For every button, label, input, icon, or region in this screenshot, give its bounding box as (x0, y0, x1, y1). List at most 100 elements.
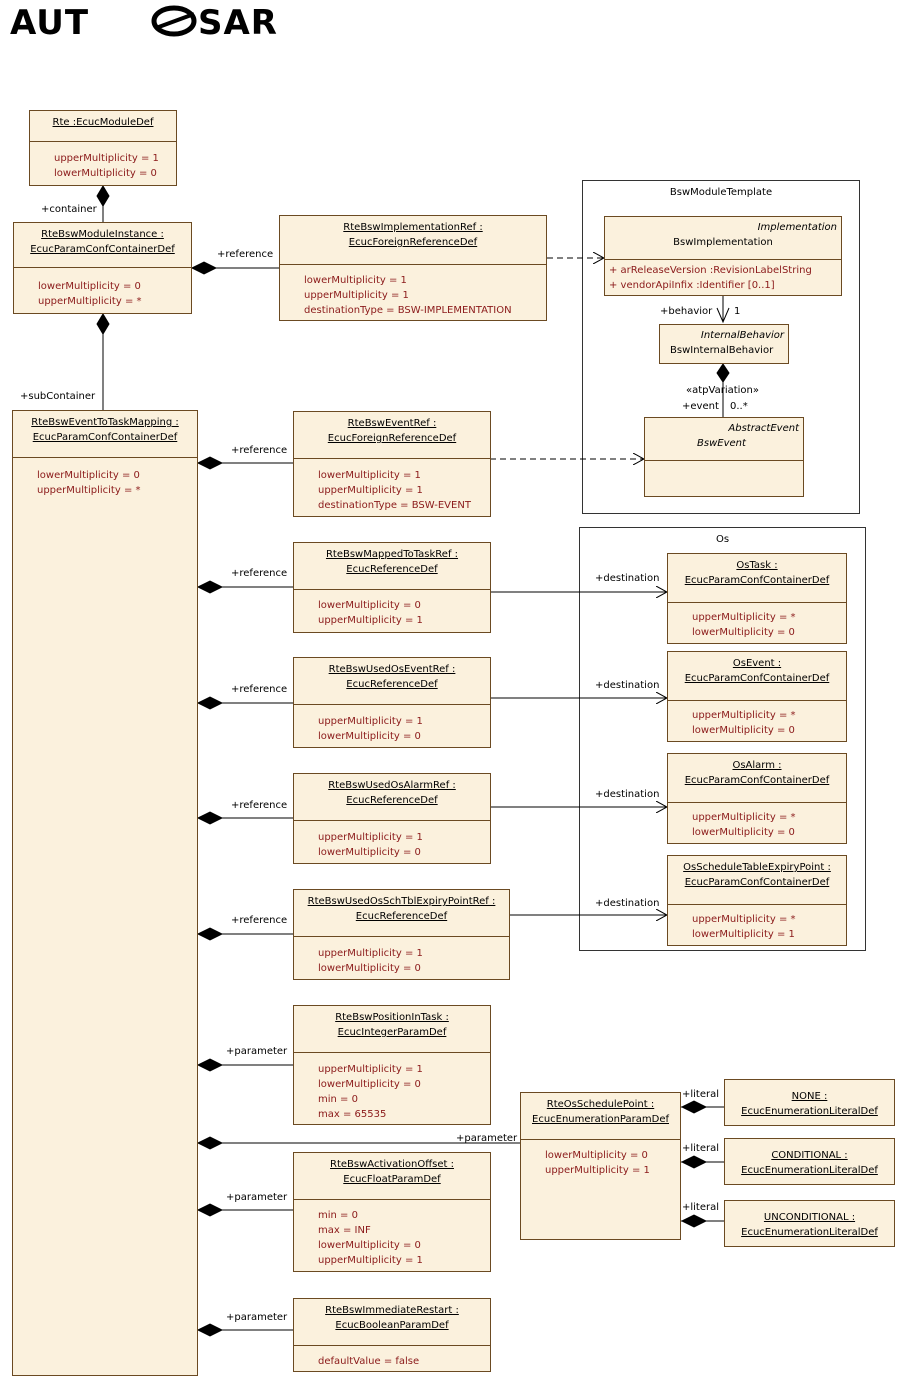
class-os-task[interactable]: OsTask : EcucParamConfContainerDef upper… (667, 553, 847, 644)
class-attribute: lowerMultiplicity = 0 (38, 281, 141, 292)
package-os: Os (579, 527, 866, 951)
label-destination: +destination (595, 680, 660, 691)
class-attribute: upperMultiplicity = 1 (318, 615, 423, 626)
class-os-schedule-point[interactable]: RteOsSchedulePoint : EcucEnumerationPara… (520, 1092, 681, 1240)
class-name: NONE : (791, 1091, 828, 1102)
class-module-instance[interactable]: RteBswModuleInstance : EcucParamConfCont… (13, 222, 192, 314)
class-attribute: lowerMultiplicity = 0 (318, 963, 421, 974)
diamond-icon (96, 185, 110, 207)
class-internal-behavior[interactable]: InternalBehavior BswInternalBehavior (659, 324, 789, 364)
class-attribute: lowerMultiplicity = 0 (692, 827, 795, 838)
label-reference: +reference (231, 684, 288, 695)
class-attribute: max = INF (318, 1225, 371, 1236)
class-os-event[interactable]: OsEvent : EcucParamConfContainerDef uppe… (667, 651, 847, 742)
label-literal: +literal (682, 1143, 720, 1154)
class-attribute: upperMultiplicity = 1 (318, 1064, 423, 1075)
class-literal-unconditional[interactable]: UNCONDITIONAL : EcucEnumerationLiteralDe… (724, 1200, 895, 1247)
class-used-os-schtbl-ref[interactable]: RteBswUsedOsSchTblExpiryPointRef : EcucR… (293, 889, 510, 980)
class-attribute: lowerMultiplicity = 0 (54, 168, 157, 179)
class-used-os-event-ref[interactable]: RteBswUsedOsEventRef : EcucReferenceDef … (293, 657, 491, 748)
class-type: EcucForeignReferenceDef (348, 237, 478, 248)
diamond-icon (196, 811, 224, 825)
class-os-schedule-expiry-point[interactable]: OsScheduleTableExpiryPoint : EcucParamCo… (667, 855, 847, 946)
class-literal-none[interactable]: NONE : EcucEnumerationLiteralDef (724, 1079, 895, 1126)
diamond-icon (190, 261, 218, 275)
class-type: EcucReferenceDef (346, 795, 438, 806)
class-type: EcucEnumerationLiteralDef (741, 1165, 878, 1176)
class-name: RteOsSchedulePoint : (546, 1099, 655, 1110)
class-name: RteBswActivationOffset : (330, 1159, 454, 1170)
class-name: RteBswUsedOsSchTblExpiryPointRef : (307, 896, 496, 907)
class-name: UNCONDITIONAL : (763, 1212, 856, 1223)
package-bsw-module-template: BswModuleTemplate (582, 180, 860, 514)
class-attribute: min = 0 (318, 1094, 358, 1105)
class-attribute: upperMultiplicity = 1 (304, 290, 409, 301)
label-literal: +literal (682, 1202, 720, 1213)
class-implementation-ref[interactable]: RteBswImplementationRef : EcucForeignRef… (279, 215, 547, 321)
class-name: RteBswEventRef : (347, 418, 437, 429)
class-attribute: upperMultiplicity = * (37, 485, 141, 496)
label-destination: +destination (595, 789, 660, 800)
class-attribute: upperMultiplicity = 1 (545, 1165, 650, 1176)
class-immediate-restart[interactable]: RteBswImmediateRestart : EcucBooleanPara… (293, 1298, 491, 1372)
class-attribute: upperMultiplicity = * (38, 296, 142, 307)
class-type: EcucReferenceDef (346, 564, 438, 575)
class-attribute: lowerMultiplicity = 0 (318, 1079, 421, 1090)
class-mapped-to-task-ref[interactable]: RteBswMappedToTaskRef : EcucReferenceDef… (293, 542, 491, 633)
svg-text:AUT: AUT (10, 4, 89, 38)
class-rte-module-def[interactable]: Rte :EcucModuleDef upperMultiplicity = 1… (29, 110, 177, 186)
class-attribute: + arReleaseVersion :RevisionLabelString (609, 265, 812, 276)
class-bsw-event[interactable]: AbstractEvent BswEvent (644, 417, 804, 497)
class-attribute: max = 65535 (318, 1109, 387, 1120)
label-parameter: +parameter (456, 1133, 518, 1144)
class-attribute: destinationType = BSW-EVENT (318, 500, 471, 511)
diamond-icon (196, 456, 224, 470)
class-stereotype: AbstractEvent (728, 423, 799, 434)
class-name: RteBswMappedToTaskRef : (325, 549, 459, 560)
class-attribute: upperMultiplicity = 1 (318, 716, 423, 727)
diamond-icon (196, 1203, 224, 1217)
class-attribute: lowerMultiplicity = 0 (692, 627, 795, 638)
label-reference: +reference (217, 249, 274, 260)
class-attribute: lowerMultiplicity = 1 (304, 275, 407, 286)
diamond-icon (196, 1323, 224, 1337)
label-reference: +reference (231, 568, 288, 579)
class-type: EcucEnumerationLiteralDef (741, 1227, 878, 1238)
diamond-icon (680, 1214, 708, 1228)
class-os-alarm[interactable]: OsAlarm : EcucParamConfContainerDef uppe… (667, 753, 847, 844)
class-event-to-task-mapping[interactable]: RteBswEventToTaskMapping : EcucParamConf… (12, 410, 198, 1376)
class-literal-conditional[interactable]: CONDITIONAL : EcucEnumerationLiteralDef (724, 1138, 895, 1185)
class-name: RteBswPositionInTask : (335, 1012, 449, 1023)
class-bsw-implementation[interactable]: Implementation BswImplementation + arRel… (604, 216, 842, 296)
class-attribute: upperMultiplicity = * (692, 710, 796, 721)
class-type: EcucParamConfContainerDef (30, 244, 175, 255)
label-atp-variation: «atpVariation» (686, 385, 759, 396)
package-title: Os (715, 534, 730, 545)
class-name: OsAlarm : (732, 760, 782, 771)
class-type: EcucForeignReferenceDef (327, 433, 457, 444)
label-destination: +destination (595, 898, 660, 909)
class-type: EcucReferenceDef (346, 679, 438, 690)
class-activation-offset[interactable]: RteBswActivationOffset : EcucFloatParamD… (293, 1152, 491, 1272)
svg-text:SAR: SAR (198, 4, 278, 38)
class-stereotype: Implementation (757, 222, 837, 233)
class-used-os-alarm-ref[interactable]: RteBswUsedOsAlarmRef : EcucReferenceDef … (293, 773, 491, 864)
class-type: EcucEnumerationLiteralDef (741, 1106, 878, 1117)
class-attribute: min = 0 (318, 1210, 358, 1221)
label-container: +container (41, 204, 97, 215)
label-behavior: +behavior (660, 306, 713, 317)
class-event-ref[interactable]: RteBswEventRef : EcucForeignReferenceDef… (293, 411, 491, 517)
class-attribute: lowerMultiplicity = 0 (545, 1150, 648, 1161)
class-type: EcucIntegerParamDef (337, 1027, 447, 1038)
class-name: OsTask : (736, 560, 778, 571)
class-attribute: upperMultiplicity = 1 (318, 832, 423, 843)
class-attribute: upperMultiplicity = * (692, 914, 796, 925)
class-type: EcucReferenceDef (355, 911, 448, 922)
class-position-in-task[interactable]: RteBswPositionInTask : EcucIntegerParamD… (293, 1005, 491, 1125)
class-attribute: upperMultiplicity = * (692, 612, 796, 623)
class-name: CONDITIONAL : (771, 1150, 848, 1161)
label-parameter: +parameter (226, 1192, 288, 1203)
label-literal: +literal (682, 1089, 720, 1100)
